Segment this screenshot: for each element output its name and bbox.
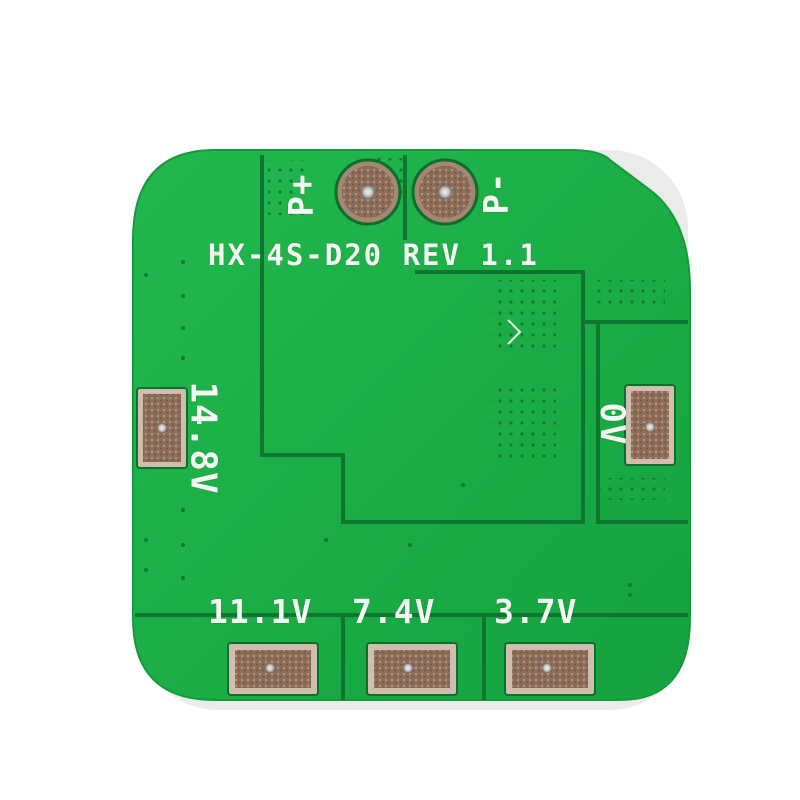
trace-outlines — [135, 155, 688, 700]
board-model-label: HX-4S-D20 REV 1.1 — [208, 238, 539, 272]
via-cluster-mid — [490, 385, 556, 465]
p-minus-label: P- — [477, 171, 517, 215]
p-plus-label: P+ — [282, 173, 322, 217]
scattered-vias — [144, 260, 632, 597]
pad-14v8 — [136, 387, 188, 469]
via-cluster-right — [590, 280, 665, 310]
pad-0v — [624, 384, 676, 466]
via-cluster-top-left — [268, 160, 310, 215]
pad-11v1 — [227, 642, 319, 696]
pad-7v4 — [366, 642, 458, 696]
via-cluster-bottom-right — [600, 478, 665, 500]
voltage-label-7v4: 7.4V — [352, 592, 436, 631]
voltage-label-11v1: 11.1V — [208, 592, 313, 631]
pad-3v7 — [504, 642, 596, 696]
p-minus-pad — [411, 158, 479, 226]
voltage-label-3v7: 3.7V — [494, 592, 578, 631]
voltage-label-14v8: 14.8V — [182, 381, 224, 495]
silk-triangle-mark — [507, 319, 522, 345]
p-plus-pad — [334, 158, 402, 226]
voltage-label-0v: 0V — [592, 402, 632, 446]
via-cluster-top — [490, 280, 556, 355]
